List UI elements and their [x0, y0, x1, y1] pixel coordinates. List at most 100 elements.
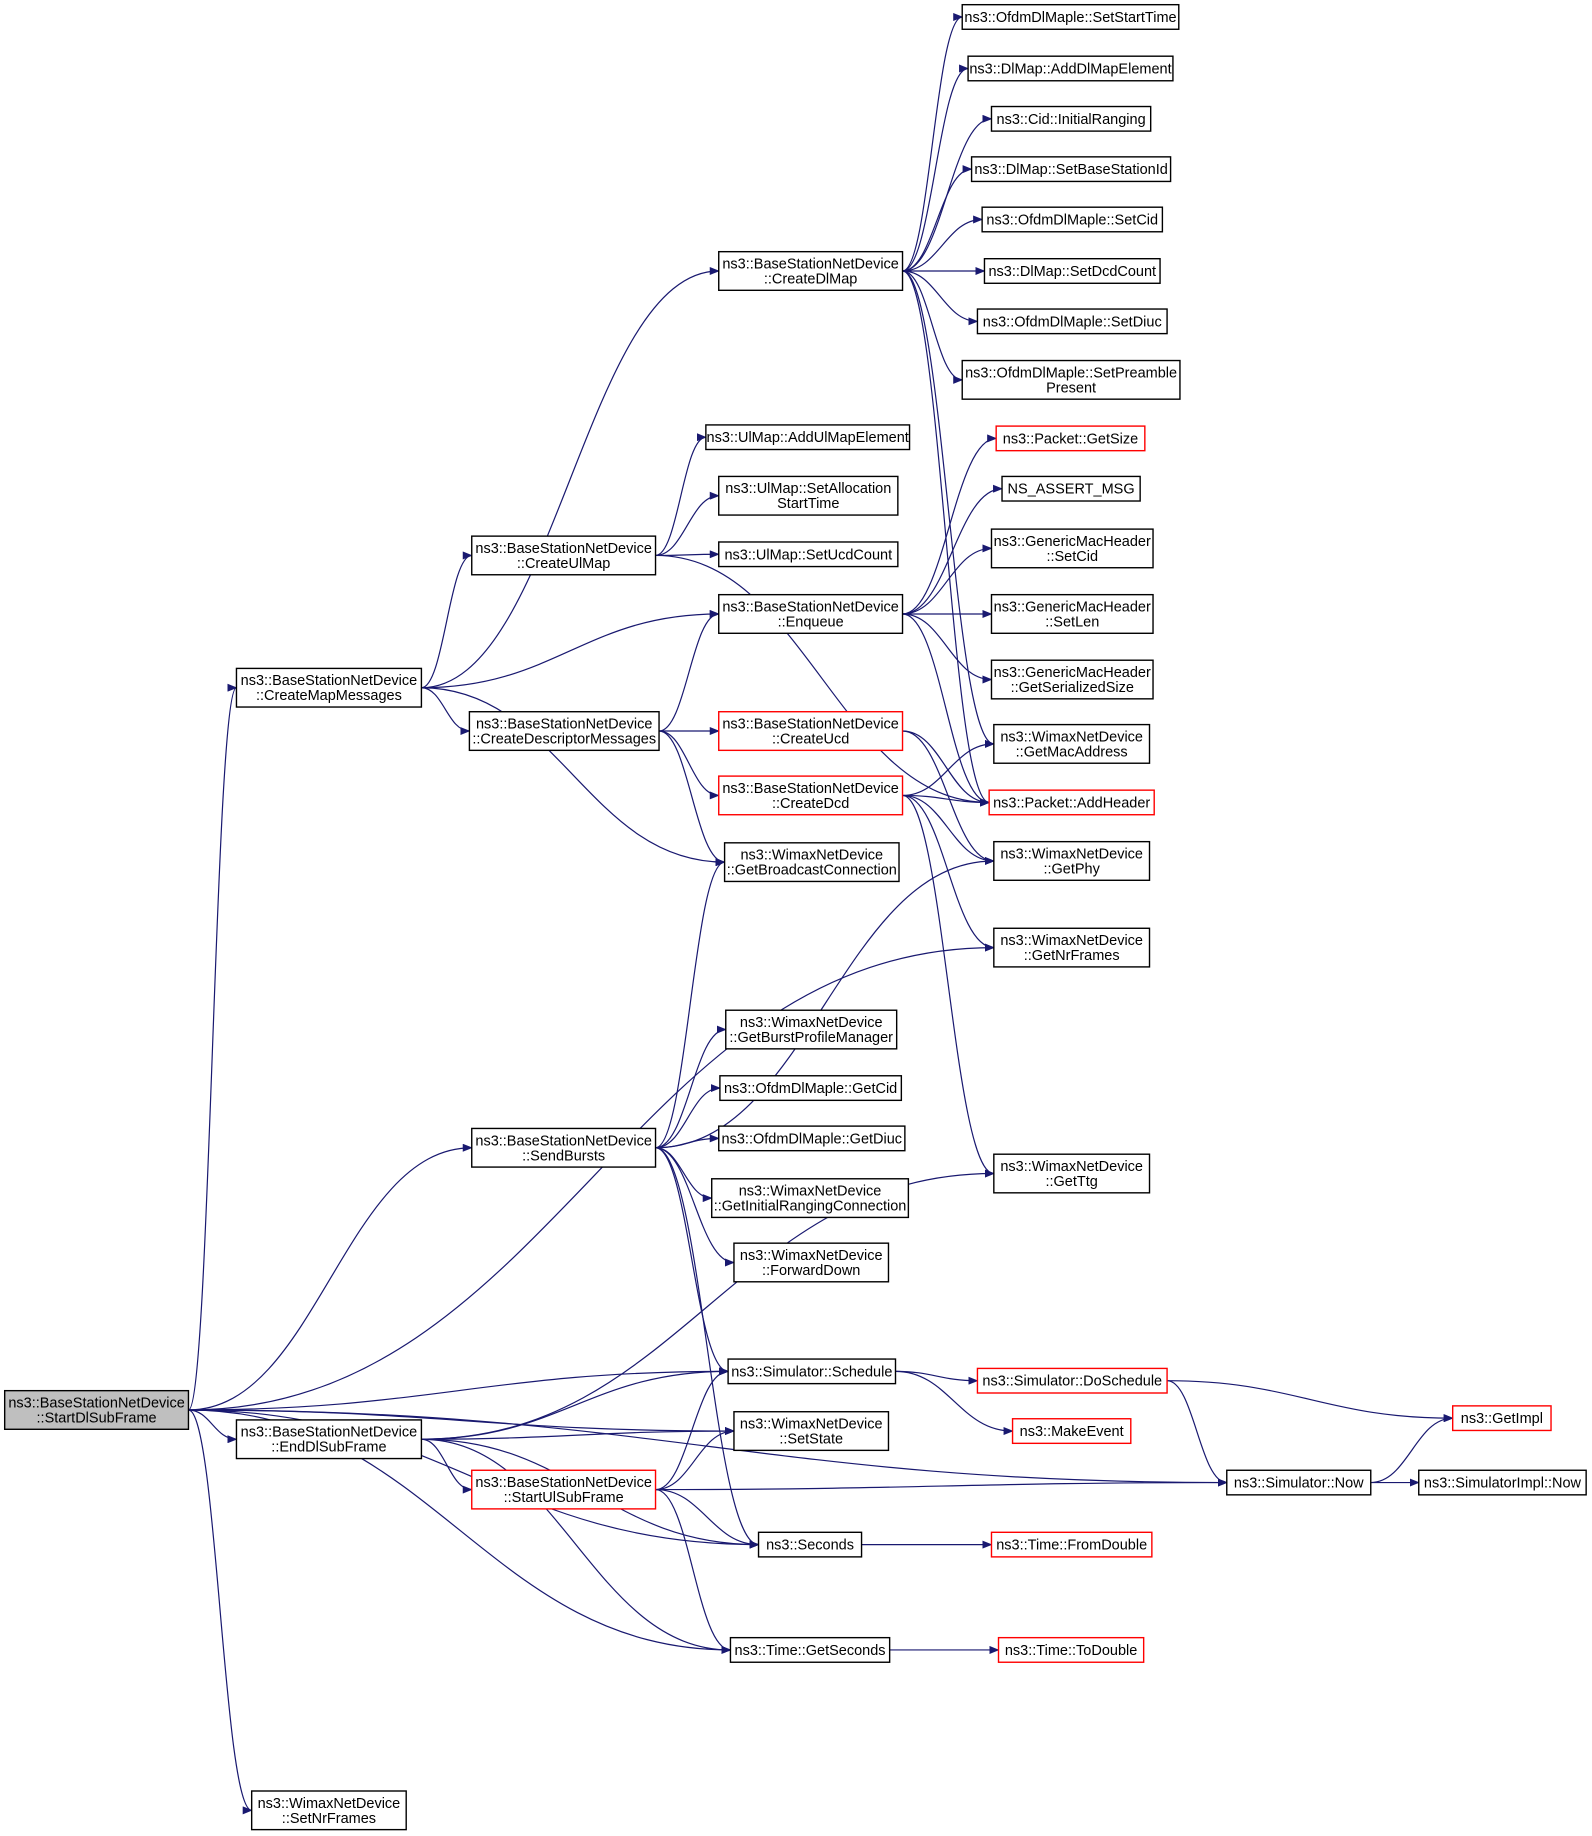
node-getTtg[interactable]: ns3::WimaxNetDevice::GetTtg	[993, 1153, 1151, 1194]
node-label: ns3::UlMap::SetAllocation	[725, 481, 891, 497]
node-box	[961, 359, 1181, 400]
node-addUlMapElement[interactable]: ns3::UlMap::AddUlMapElement	[705, 424, 911, 451]
node-ofdmGetDiuc[interactable]: ns3::OfdmDlMaple::GetDiuc	[718, 1125, 906, 1152]
node-box	[1226, 1469, 1372, 1496]
node-box	[976, 308, 1168, 335]
node-getMacAddress[interactable]: ns3::WimaxNetDevice::GetMacAddress	[993, 723, 1151, 764]
edge-createMapMessages-to-enqueue	[421, 609, 720, 689]
edge-root-to-schedule	[188, 1367, 730, 1411]
node-box	[718, 593, 904, 634]
node-box	[970, 156, 1172, 183]
edge-createMapMessages-to-createDlMap	[421, 267, 720, 689]
edge-createDcd-to-getNrFrames	[902, 794, 995, 952]
node-root[interactable]: ns3::BaseStationNetDevice::StartDlSubFra…	[3, 1389, 190, 1430]
node-box	[718, 541, 899, 568]
node-createUcd[interactable]: ns3::BaseStationNetDevice::CreateUcd	[718, 711, 904, 752]
node-setUcdCount[interactable]: ns3::UlMap::SetUcdCount	[718, 541, 899, 568]
node-ofdmGetCid[interactable]: ns3::OfdmDlMaple::GetCid	[719, 1075, 903, 1102]
node-setBaseStationId[interactable]: ns3::DlMap::SetBaseStationId	[970, 156, 1172, 183]
node-startUlSubFrame[interactable]: ns3::BaseStationNetDevice::StartUlSubFra…	[471, 1469, 657, 1510]
node-box	[990, 105, 1152, 132]
node-createMapMessages[interactable]: ns3::BaseStationNetDevice::CreateMapMess…	[235, 667, 423, 708]
node-initialRanging[interactable]: ns3::Cid::InitialRanging	[990, 105, 1152, 132]
node-gmhSetLen[interactable]: ns3::GenericMacHeader::SetLen	[990, 593, 1154, 634]
node-label: ::CreateDcd	[772, 796, 849, 812]
node-forwardDown[interactable]: ns3::WimaxNetDevice::ForwardDown	[733, 1242, 890, 1283]
node-getBurstProfileManager[interactable]: ns3::WimaxNetDevice::GetBurstProfileMana…	[725, 1009, 898, 1050]
node-endDlSubFrame[interactable]: ns3::BaseStationNetDevice::EndDlSubFrame	[235, 1419, 423, 1460]
node-box	[725, 1009, 898, 1050]
node-setNrFrames[interactable]: ns3::WimaxNetDevice::SetNrFrames	[250, 1790, 407, 1831]
node-createDcd[interactable]: ns3::BaseStationNetDevice::CreateDcd	[718, 775, 904, 816]
node-setDcdCount[interactable]: ns3::DlMap::SetDcdCount	[983, 258, 1161, 284]
node-sendBursts[interactable]: ns3::BaseStationNetDevice::SendBursts	[471, 1127, 657, 1168]
node-getImpl[interactable]: ns3::GetImpl	[1451, 1405, 1552, 1432]
edge-sendBursts-to-seconds	[655, 1147, 760, 1549]
edge-simulatorNow-to-getImpl	[1370, 1414, 1454, 1484]
edge-enqueue-to-gmhSetCid	[902, 544, 993, 615]
node-doSchedule[interactable]: ns3::Simulator::DoSchedule	[976, 1367, 1168, 1394]
edge-createUlMap-to-packetAddHeader	[655, 554, 991, 807]
node-getInitialRangingConnection[interactable]: ns3::WimaxNetDevice::GetInitialRangingCo…	[711, 1178, 910, 1219]
node-label: ns3::GenericMacHeader	[994, 665, 1151, 681]
node-box	[733, 1411, 890, 1452]
node-label: ::StartDlSubFrame	[37, 1410, 157, 1426]
node-label: ns3::OfdmDlMaple::SetStartTime	[964, 10, 1176, 26]
node-enqueue[interactable]: ns3::BaseStationNetDevice::Enqueue	[718, 593, 904, 634]
node-simulatorImplNow[interactable]: ns3::SimulatorImpl::Now	[1418, 1469, 1587, 1496]
node-makeEvent[interactable]: ns3::MakeEvent	[1011, 1418, 1132, 1445]
node-getNrFrames[interactable]: ns3::WimaxNetDevice::GetNrFrames	[993, 927, 1151, 968]
node-addDlMapElement[interactable]: ns3::DlMap::AddDlMapElement	[967, 55, 1174, 82]
node-label: StartTime	[777, 496, 839, 512]
edge-root-to-getNrFrames	[188, 943, 995, 1411]
node-getBroadcastConnection[interactable]: ns3::WimaxNetDevice::GetBroadcastConnect…	[723, 842, 900, 883]
node-box	[1418, 1469, 1587, 1496]
node-label: ns3::WimaxNetDevice	[258, 1796, 401, 1812]
edge-sendBursts-to-getBurstProfileManager	[655, 1025, 727, 1149]
node-ofdmSetCid[interactable]: ns3::OfdmDlMaple::SetCid	[981, 206, 1164, 233]
edge-root-to-sendBursts	[188, 1143, 473, 1411]
node-createDescriptorMessages[interactable]: ns3::BaseStationNetDevice::CreateDescrip…	[468, 711, 660, 752]
edge-endDlSubFrame-to-startUlSubFrame	[421, 1438, 473, 1494]
node-getSeconds[interactable]: ns3::Time::GetSeconds	[729, 1636, 891, 1663]
node-label: ns3::DlMap::SetBaseStationId	[974, 162, 1167, 178]
edge-startUlSubFrame-to-getSeconds	[655, 1488, 732, 1654]
node-fromDouble[interactable]: ns3::Time::FromDouble	[990, 1531, 1153, 1558]
node-box	[718, 711, 904, 752]
node-label: ::GetMacAddress	[1016, 744, 1128, 760]
node-setState[interactable]: ns3::WimaxNetDevice::SetState	[733, 1411, 890, 1452]
node-box	[993, 723, 1151, 764]
node-label: ns3::WimaxNetDevice	[740, 1015, 883, 1031]
node-nsAssertMsg[interactable]: NS_ASSERT_MSG	[1001, 475, 1141, 502]
node-label: ns3::WimaxNetDevice	[740, 1417, 883, 1433]
node-seconds[interactable]: ns3::Seconds	[757, 1531, 863, 1558]
node-simulatorNow[interactable]: ns3::Simulator::Now	[1226, 1469, 1372, 1496]
node-packetAddHeader[interactable]: ns3::Packet::AddHeader	[988, 789, 1155, 816]
node-box	[468, 711, 660, 752]
node-schedule[interactable]: ns3::Simulator::Schedule	[727, 1358, 897, 1385]
node-createUlMap[interactable]: ns3::BaseStationNetDevice::CreateUlMap	[471, 535, 657, 576]
edge-sendBursts-to-getInitialRangingConnection	[655, 1147, 713, 1203]
node-gmhGetSerializedSize[interactable]: ns3::GenericMacHeader::GetSerializedSize	[990, 659, 1154, 700]
node-setStartTime[interactable]: ns3::OfdmDlMaple::SetStartTime	[961, 3, 1180, 30]
node-createDlMap[interactable]: ns3::BaseStationNetDevice::CreateDlMap	[718, 250, 904, 292]
node-label: ::GetSerializedSize	[1011, 680, 1134, 696]
node-label: ::CreateUlMap	[517, 556, 610, 572]
node-getPhy[interactable]: ns3::WimaxNetDevice::GetPhy	[993, 840, 1151, 881]
node-box	[995, 425, 1146, 452]
node-packetGetSize[interactable]: ns3::Packet::GetSize	[995, 425, 1146, 452]
node-box	[718, 775, 904, 816]
node-label: ns3::BaseStationNetDevice	[476, 717, 653, 733]
edge-sendBursts-to-ofdmGetDiuc	[655, 1134, 720, 1149]
node-ofdmSetDiuc[interactable]: ns3::OfdmDlMaple::SetDiuc	[976, 308, 1168, 335]
edge-createMapMessages-to-getBroadcastConnection	[421, 687, 726, 867]
node-label: ns3::BaseStationNetDevice	[241, 1425, 418, 1441]
node-gmhSetCid[interactable]: ns3::GenericMacHeader::SetCid	[990, 528, 1154, 569]
node-box	[983, 258, 1161, 284]
node-label: ns3::UlMap::AddUlMapElement	[707, 430, 909, 446]
edge-root-to-endDlSubFrame	[188, 1409, 238, 1444]
node-label: ns3::SimulatorImpl::Now	[1424, 1476, 1582, 1492]
node-toDouble[interactable]: ns3::Time::ToDouble	[997, 1636, 1145, 1663]
